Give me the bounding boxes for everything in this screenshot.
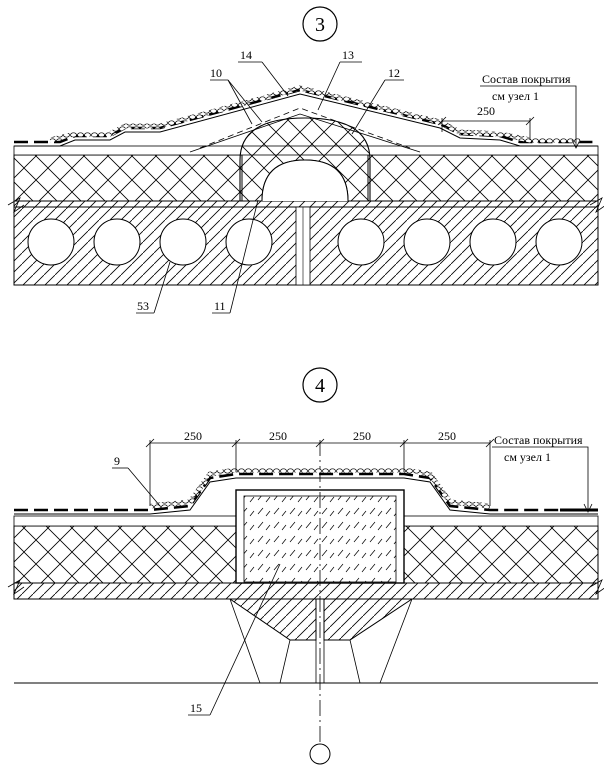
roofing-layers-4 bbox=[14, 467, 598, 515]
dimension-250-label: 250 bbox=[477, 104, 495, 118]
callout-12: 12 bbox=[388, 66, 400, 80]
dimension-250-3: 250 bbox=[437, 104, 535, 140]
coating-note-4-line2: см узел 1 bbox=[504, 450, 551, 464]
hollow-core-slab bbox=[7, 197, 604, 286]
dimensions-4 bbox=[145, 438, 495, 506]
callout-15: 15 bbox=[190, 701, 202, 715]
axis-marker bbox=[309, 743, 331, 765]
detail-4: 4 bbox=[7, 367, 604, 765]
coating-note-line1: Состав покрытия bbox=[482, 72, 571, 86]
coating-note-4: Состав покрытия см узел 1 bbox=[492, 433, 593, 513]
detail-4-marker: 4 bbox=[302, 367, 338, 403]
ribbed-slab bbox=[7, 579, 604, 684]
callout-53: 53 bbox=[137, 299, 149, 313]
callouts-4 bbox=[112, 467, 281, 716]
callout-11: 11 bbox=[214, 299, 226, 313]
callout-13: 13 bbox=[342, 48, 354, 62]
dimension-2: 250 bbox=[269, 429, 287, 443]
coating-note-line2: см узел 1 bbox=[492, 89, 539, 103]
detail-3: 3 bbox=[7, 6, 604, 314]
callout-14: 14 bbox=[240, 48, 252, 62]
detail-4-number: 4 bbox=[315, 375, 325, 397]
detail-3-marker: 3 bbox=[302, 6, 338, 42]
dimension-1: 250 bbox=[184, 429, 202, 443]
roofing-layers-3 bbox=[14, 85, 598, 153]
coating-note-4-line1: Состав покрытия bbox=[494, 433, 583, 447]
coating-note-3: Состав покрытия см узел 1 bbox=[480, 72, 581, 149]
dome-compensator bbox=[239, 117, 371, 202]
detail-3-number: 3 bbox=[315, 14, 325, 36]
dimension-3: 250 bbox=[353, 429, 371, 443]
callout-9: 9 bbox=[114, 454, 120, 468]
callouts-3 bbox=[136, 61, 404, 314]
dimension-4: 250 bbox=[438, 429, 456, 443]
callout-10: 10 bbox=[210, 66, 222, 80]
filler-block bbox=[235, 440, 405, 742]
